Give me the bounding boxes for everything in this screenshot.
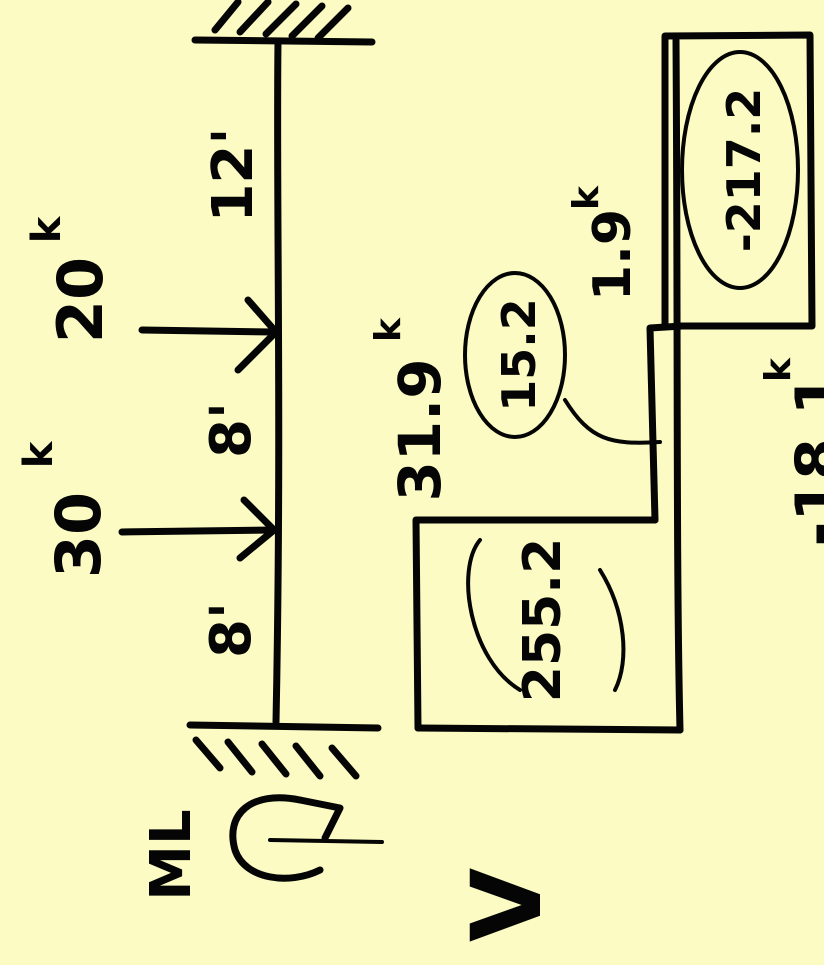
load-2-unit: k — [24, 215, 70, 243]
shear-mid-value: 1.9 — [583, 209, 643, 301]
shear-right-unit: k — [758, 357, 799, 382]
load-arrow-1 — [118, 496, 278, 562]
beam — [272, 38, 283, 726]
fixed-support-right — [191, 0, 376, 46]
fixed-support-left — [186, 721, 382, 780]
moment-arrow-icon — [229, 794, 384, 882]
area-left-circle — [466, 538, 626, 692]
area-right-value: -217.2 — [717, 88, 771, 253]
area-mid-value: 15.2 — [492, 298, 546, 412]
shear-left-value: 31.9 — [386, 358, 454, 501]
load-1-value: 30 — [42, 492, 115, 578]
area-right-circle — [680, 50, 800, 290]
load-1-unit: k — [16, 440, 62, 468]
span-1-label: 8' — [199, 602, 264, 658]
load-2-value: 20 — [44, 257, 117, 343]
shear-right-value: -18.1 — [783, 374, 824, 547]
shear-left-unit: k — [368, 317, 409, 342]
load-arrow-2 — [138, 296, 280, 374]
shear-diagram-label: V — [451, 868, 563, 942]
span-3-label: 12' — [201, 127, 266, 222]
moment-label: ML — [139, 809, 204, 900]
area-left-value: 255.2 — [513, 538, 573, 702]
area-mid-circle — [463, 271, 662, 445]
shear-diagram-outline — [412, 31, 816, 734]
shear-mid-unit: k — [566, 185, 607, 210]
span-2-label: 8' — [199, 402, 264, 458]
